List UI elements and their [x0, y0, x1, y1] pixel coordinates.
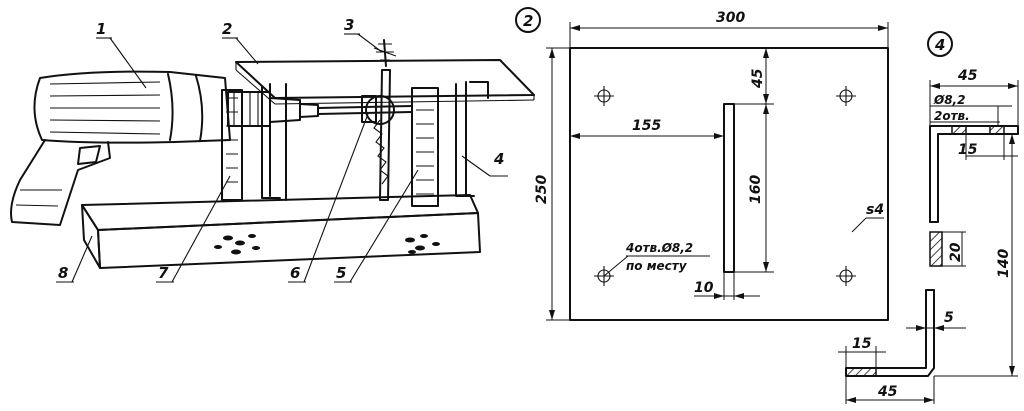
svg-text:15: 15 — [958, 142, 978, 158]
dim-width-300: 300 — [569, 10, 889, 48]
svg-text:45: 45 — [877, 384, 898, 400]
callout-6: 6 — [290, 264, 300, 282]
dim-15-bottom: 15 — [838, 336, 886, 376]
svg-text:160: 160 — [748, 175, 764, 204]
base-board — [81, 194, 481, 269]
svg-text:4отв.Ø8,2: 4отв.Ø8,2 — [625, 241, 693, 255]
dim-140: 140 — [934, 134, 1018, 377]
dim-5: 5 — [906, 310, 966, 331]
svg-text:155: 155 — [632, 118, 661, 134]
angle-side-hatch — [845, 367, 877, 377]
assembly-sketch: 1 2 3 4 5 6 7 8 — [10, 16, 535, 283]
callout-2: 2 — [222, 20, 232, 38]
svg-text:по месту: по месту — [626, 259, 688, 273]
support-bracket-5 — [411, 81, 489, 207]
svg-text:300: 300 — [716, 10, 745, 26]
dim-width-45: 45 — [929, 68, 1019, 126]
saw-slot — [723, 103, 735, 273]
view-4-bracket-drawing: 4 45 Ø8,2 2отв. 15 — [838, 31, 1019, 404]
callout-5: 5 — [336, 264, 346, 282]
dim-slot-160: 160 — [734, 104, 774, 273]
svg-text:45: 45 — [957, 68, 978, 84]
plate-outline — [569, 47, 889, 321]
svg-text:45: 45 — [750, 68, 766, 89]
mounting-holes — [594, 86, 856, 286]
callout-7: 7 — [158, 264, 169, 282]
dim-height-250: 250 — [534, 47, 570, 321]
hole-section-1 — [951, 125, 967, 135]
hole-section-2 — [989, 125, 1005, 135]
svg-text:s4: s4 — [866, 202, 884, 218]
section-20: 20 — [929, 231, 966, 267]
dim-top-45: 45 — [734, 48, 774, 105]
shaft-and-saw — [317, 39, 413, 201]
callout-1: 1 — [96, 20, 106, 38]
dim-15-top: 15 — [958, 134, 1018, 160]
svg-text:2отв.: 2отв. — [934, 109, 970, 123]
svg-text:140: 140 — [996, 249, 1012, 278]
callout-3: 3 — [344, 16, 354, 34]
svg-text:Ø8,2: Ø8,2 — [933, 93, 965, 107]
view-2-marker — [515, 7, 541, 33]
view-4-number: 4 — [934, 36, 945, 54]
callout-4: 4 — [493, 150, 504, 168]
svg-text:15: 15 — [852, 336, 872, 352]
svg-text:10: 10 — [694, 280, 714, 296]
view-2-number: 2 — [523, 12, 533, 30]
svg-text:20: 20 — [948, 242, 964, 262]
svg-text:5: 5 — [944, 310, 954, 326]
dim-45-bottom: 45 — [845, 376, 935, 404]
hole-dia-note: Ø8,2 2отв. — [930, 93, 1012, 126]
view-2-plate-drawing: 2 300 250 — [515, 7, 889, 321]
callout-8: 8 — [58, 264, 68, 282]
table-plate — [235, 59, 535, 105]
angle-side-view — [845, 289, 935, 377]
svg-text:250: 250 — [534, 175, 550, 204]
hole-note: 4отв.Ø8,2 по месту — [603, 241, 710, 277]
callouts: 1 2 3 4 5 6 7 8 — [56, 16, 508, 283]
dim-left-155: 155 — [570, 118, 724, 139]
support-bracket-7 — [221, 83, 287, 201]
view-4-marker — [927, 31, 953, 57]
angle-top-view — [929, 125, 1019, 223]
thickness-note: s4 — [851, 202, 884, 233]
dim-slot-width-10: 10 — [694, 272, 760, 300]
